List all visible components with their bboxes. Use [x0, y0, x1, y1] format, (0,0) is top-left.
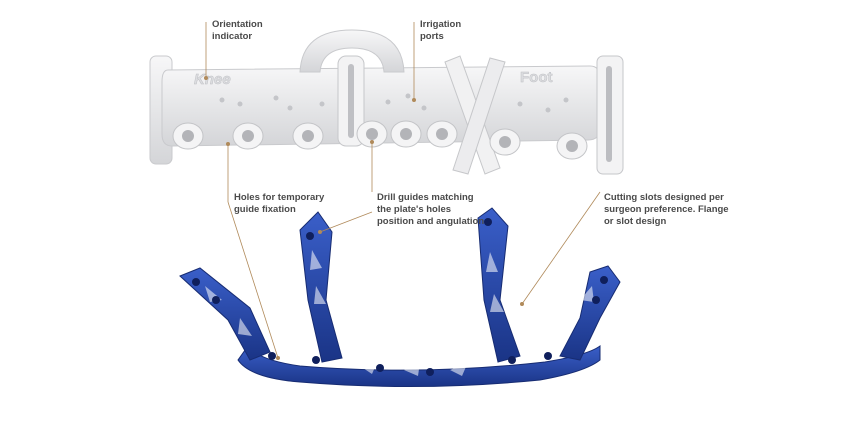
leader-drill	[317, 139, 374, 234]
drill-cylinder	[489, 128, 521, 156]
leader-lines	[203, 22, 601, 360]
leader-cutting	[520, 191, 601, 306]
knee-engraving: Knee	[194, 71, 231, 88]
temporary-fixation-holes-label: Holes for temporary guide fixation	[234, 192, 325, 215]
plate-central-arch	[237, 345, 601, 388]
plate-right-wing	[477, 207, 621, 363]
irrigation-ports-label: Irrigation ports	[420, 19, 462, 42]
leader-orientation	[203, 22, 208, 81]
leader-holes	[225, 141, 280, 360]
foot-engraving: Foot	[520, 69, 552, 86]
drill-cylinder	[426, 120, 458, 148]
drill-cylinder	[356, 120, 388, 148]
orientation-indicator-label: Orientation indicator	[212, 19, 263, 42]
guide-center-slot-opening	[348, 64, 354, 138]
guide-right-slot-opening	[606, 66, 612, 162]
cutting-slots-label: Cutting slots designed per surgeon prefe…	[604, 192, 729, 227]
drill-cylinder	[556, 132, 588, 160]
drill-cylinder	[292, 122, 324, 150]
guide-x-cutting-guide	[444, 55, 506, 175]
drill-guides-label: Drill guides matching the plate's holes …	[377, 192, 485, 227]
surgical-guide: Knee Foot	[149, 29, 624, 175]
drill-cylinder	[172, 122, 204, 150]
drill-cylinder	[390, 120, 422, 148]
drill-cylinder	[232, 122, 264, 150]
lattice-plate	[179, 207, 621, 388]
plate-left-wing	[179, 211, 343, 363]
plate-screw-holes	[192, 218, 608, 376]
irrigation-ports	[219, 93, 569, 113]
drill-cylinders	[172, 120, 588, 160]
leader-irrigation	[411, 22, 416, 103]
guide-arch	[299, 29, 405, 73]
